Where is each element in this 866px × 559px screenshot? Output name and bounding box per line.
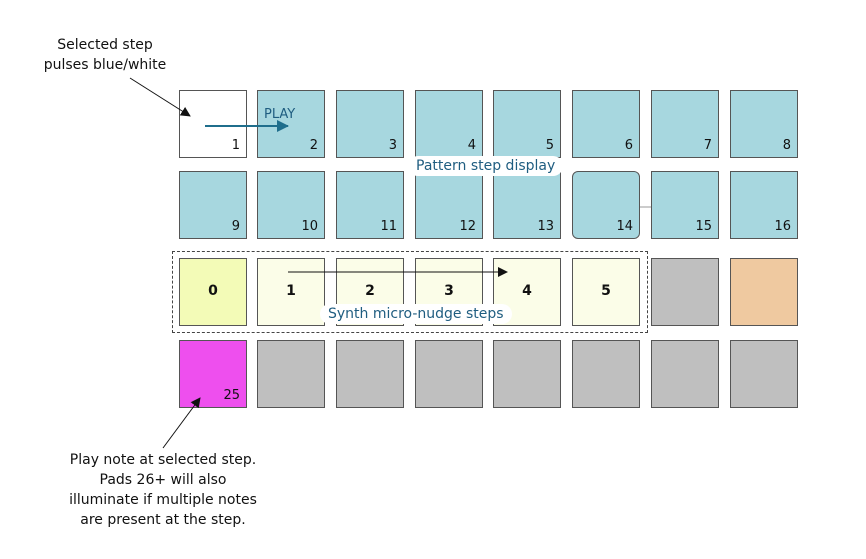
nudge-value: 0 xyxy=(208,283,218,299)
grey-pad[interactable] xyxy=(730,340,798,408)
step-number: 11 xyxy=(380,219,397,234)
play-note-pointer-arrow xyxy=(162,397,201,449)
pattern-step-display-callout: Pattern step display xyxy=(408,156,564,176)
step-pad-16[interactable]: 16 xyxy=(730,171,798,239)
play-note-pad[interactable]: 25 xyxy=(179,340,247,408)
step-number: 4 xyxy=(467,138,476,153)
step-number: 13 xyxy=(537,219,554,234)
play-note-annotation-line-2: Pads 26+ will also xyxy=(99,472,227,488)
grey-pad[interactable] xyxy=(572,340,640,408)
step-pad-3[interactable]: 3 xyxy=(336,90,404,158)
play-note-annotation-line-1: Play note at selected step. xyxy=(69,452,257,468)
nudge-pad-5[interactable]: 5 xyxy=(572,258,640,326)
step-number: 15 xyxy=(695,219,712,234)
play-note-annotation: Play note at selected step. Pads 26+ wil… xyxy=(45,450,281,530)
selected-step-annotation-line-2: pulses blue/white xyxy=(43,57,167,73)
step-number: 12 xyxy=(459,219,476,234)
step-pad-15[interactable]: 15 xyxy=(651,171,719,239)
step-pad-5[interactable]: 5 xyxy=(493,90,561,158)
grey-pad[interactable] xyxy=(493,340,561,408)
step-number: 7 xyxy=(703,138,712,153)
nudge-steps-outline xyxy=(172,251,648,333)
selected-step-annotation: Selected step pulses blue/white xyxy=(30,35,180,75)
grey-pad[interactable] xyxy=(415,340,483,408)
synth-micro-nudge-callout: Synth micro-nudge steps xyxy=(320,304,512,324)
selected-step-annotation-line-1: Selected step xyxy=(57,37,153,53)
grey-pad-row3[interactable] xyxy=(651,258,719,326)
nudge-pad-1[interactable]: 1 xyxy=(257,258,325,326)
step-number: 3 xyxy=(388,138,397,153)
selected-step-pointer-arrow xyxy=(129,77,191,117)
play-label: PLAY xyxy=(264,107,296,122)
step-number: 1 xyxy=(231,138,240,153)
nudge-value: 2 xyxy=(365,283,375,299)
step-pad-11[interactable]: 11 xyxy=(336,171,404,239)
step-pad-8[interactable]: 8 xyxy=(730,90,798,158)
step-pad-6[interactable]: 6 xyxy=(572,90,640,158)
step-number: 6 xyxy=(624,138,633,153)
step-pad-7[interactable]: 7 xyxy=(651,90,719,158)
grey-pad[interactable] xyxy=(651,340,719,408)
grey-pad[interactable] xyxy=(257,340,325,408)
step-pad-1[interactable]: 1 xyxy=(179,90,247,158)
step-pad-2[interactable]: 2 xyxy=(257,90,325,158)
nudge-pad-0[interactable]: 0 xyxy=(179,258,247,326)
step-number: 10 xyxy=(301,219,318,234)
nudge-value: 5 xyxy=(601,283,611,299)
nudge-value: 3 xyxy=(444,283,454,299)
step-pad-10[interactable]: 10 xyxy=(257,171,325,239)
note-pad-number: 25 xyxy=(223,388,240,403)
nudge-value: 4 xyxy=(522,283,532,299)
play-note-annotation-line-4: are present at the step. xyxy=(80,512,246,528)
orange-pad[interactable] xyxy=(730,258,798,326)
step-number: 9 xyxy=(231,219,240,234)
step-pad-13[interactable]: 13 xyxy=(493,171,561,239)
play-note-annotation-line-3: illuminate if multiple notes xyxy=(69,492,257,508)
nudge-value: 1 xyxy=(286,283,296,299)
step-number: 2 xyxy=(309,138,318,153)
step-number: 8 xyxy=(782,138,791,153)
step-number: 5 xyxy=(545,138,554,153)
step-number: 16 xyxy=(774,219,791,234)
step-pad-12[interactable]: 12 xyxy=(415,171,483,239)
step-number: 14 xyxy=(616,219,633,234)
step-pad-9[interactable]: 9 xyxy=(179,171,247,239)
grey-pad[interactable] xyxy=(336,340,404,408)
step-pad-14[interactable]: 14 xyxy=(572,171,640,239)
step-pad-4[interactable]: 4 xyxy=(415,90,483,158)
